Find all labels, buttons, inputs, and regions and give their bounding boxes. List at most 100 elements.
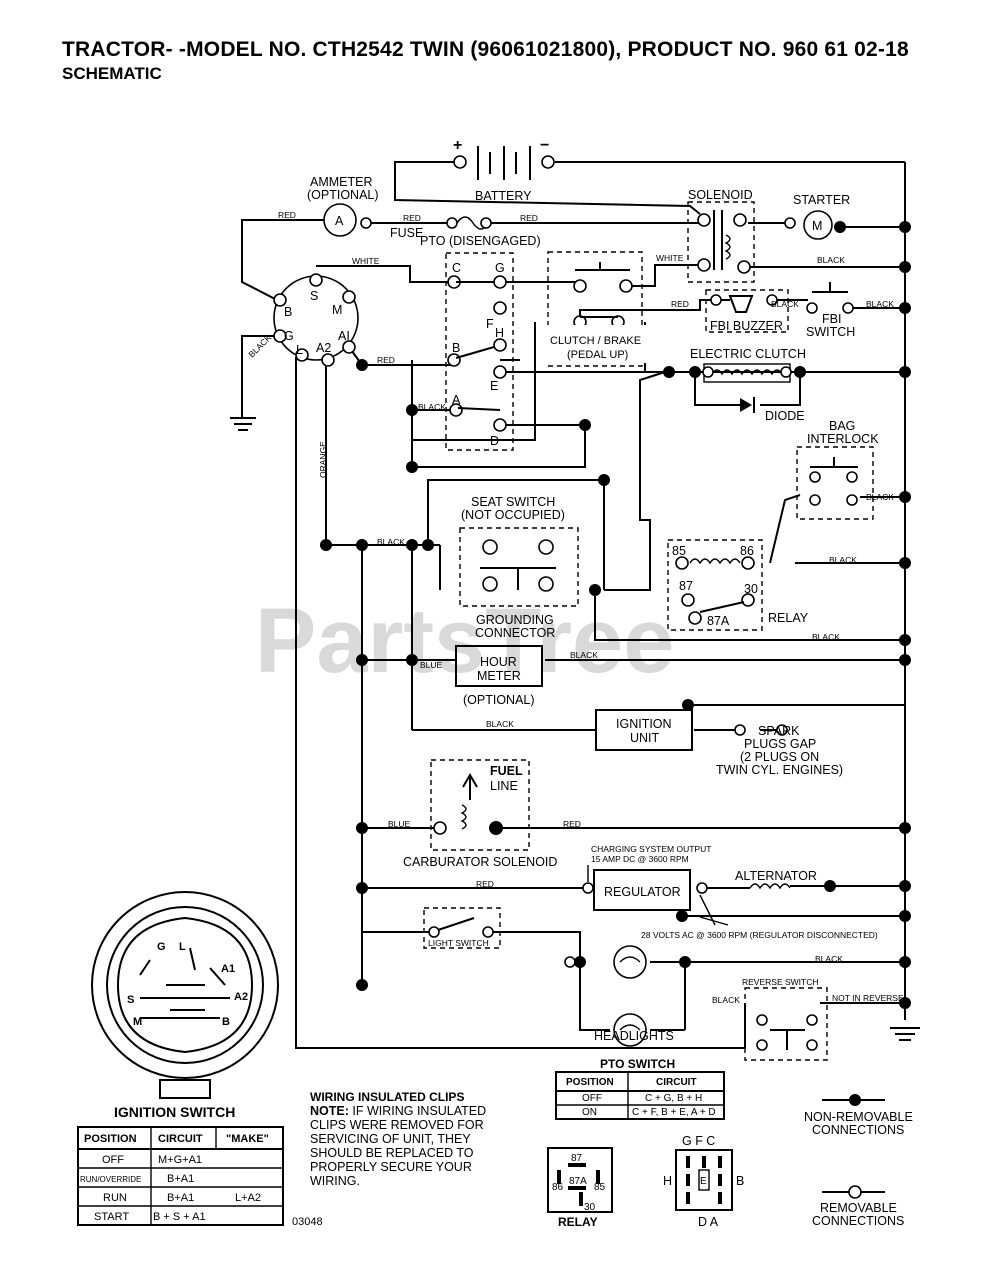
pto-term-e: E [490, 379, 498, 393]
ign-term-a1: AI [338, 329, 350, 343]
ign-term-m: M [332, 303, 342, 317]
relay-pin-30: 30 [584, 1202, 596, 1213]
ign-term-l: L [296, 343, 303, 357]
reverse-switch: REVERSE SWITCH NOT IN REVERSE [742, 977, 904, 1051]
spark-label-3: (2 PLUGS ON [740, 750, 819, 764]
regulator: REGULATOR CHARGING SYSTEM OUTPUT 15 AMP … [582, 844, 711, 922]
diode: DIODE [740, 397, 805, 423]
wire-black: BLACK [712, 995, 740, 1005]
pto-diagram-right: B [736, 1174, 744, 1188]
ign-term-a2: A2 [316, 341, 331, 355]
face-m: M [133, 1016, 142, 1028]
ign-table-h-circuit: CIRCUIT [158, 1133, 203, 1145]
hour-label-2: METER [477, 669, 521, 683]
page-title: TRACTOR- -MODEL NO. CTH2542 TWIN (960610… [62, 38, 909, 61]
seat-label-1: SEAT SWITCH [471, 495, 555, 509]
wire-red: RED [476, 879, 494, 889]
wire-blue: BLUE [420, 660, 443, 670]
relay-pin-86: 86 [552, 1182, 564, 1193]
face-a1: A1 [221, 963, 235, 975]
junction-dots [320, 221, 911, 1009]
regulator-label: REGULATOR [604, 885, 681, 899]
ammeter: A AMMETER (OPTIONAL) [307, 175, 379, 237]
wire-white: WHITE [352, 256, 380, 266]
light-switch-label: LIGHT SWITCH [428, 938, 489, 948]
ign-row-circuit: B+A1 [167, 1192, 194, 1204]
alternator: ALTERNATOR 28 VOLTS AC @ 3600 RPM (REGUL… [641, 869, 878, 940]
ign-row-pos: START [94, 1211, 129, 1223]
ignition-switch-title: IGNITION SWITCH [114, 1104, 235, 1120]
relay-term-85: 85 [672, 544, 686, 558]
fuel-label-1: FUEL [490, 764, 523, 778]
ammeter-optional: (OPTIONAL) [307, 188, 379, 202]
fbi-switch-label-1: FBI [822, 312, 841, 326]
fbi-switch: FBI SWITCH [806, 282, 855, 339]
wire-orange: ORANGE [318, 441, 328, 478]
relay-term-86: 86 [740, 544, 754, 558]
ign-term-g: G [284, 329, 294, 343]
fuse-label: FUSE [390, 226, 423, 240]
note-heading: WIRING INSULATED CLIPS [310, 1090, 464, 1104]
headlights: HEADLIGHTS [564, 945, 691, 1047]
relay-pin-87: 87 [571, 1153, 583, 1164]
note-line-5: PROPERLY SECURE YOUR [310, 1160, 472, 1174]
ign-table-h-make: "MAKE" [226, 1133, 269, 1145]
pto-term-c: C [452, 261, 461, 275]
pto-row-pos: OFF [582, 1093, 602, 1104]
note-text: IF WIRING INSULATED [349, 1104, 486, 1118]
clutch-label-2: (PEDAL UP) [567, 349, 628, 361]
relay-diagram-label: RELAY [558, 1215, 598, 1229]
battery: + − BATTERY [453, 137, 555, 203]
relay: 85 86 87 30 87A RELAY [672, 544, 809, 628]
wire-red: RED [403, 213, 421, 223]
not-in-reverse-label: NOT IN REVERSE [832, 993, 904, 1003]
pto-h-pos: POSITION [566, 1077, 614, 1088]
ground-label-1: GROUNDING [476, 613, 554, 627]
ignition-switch-table: POSITION CIRCUIT "MAKE" OFF M+G+A1 RUN/O… [77, 1126, 284, 1226]
hour-label-1: HOUR [480, 655, 517, 669]
wire-red: RED [520, 213, 538, 223]
spark-label-2: PLUGS GAP [744, 737, 816, 751]
pto-term-f: F [486, 317, 494, 331]
ign-row-pos: RUN/OVERRIDE [80, 1175, 141, 1184]
wire-black: BLACK [771, 299, 799, 309]
charging-label-2: 15 AMP DC @ 3600 RPM [591, 854, 689, 864]
wire-blue: BLUE [388, 819, 411, 829]
face-s: S [127, 994, 134, 1006]
relay-term-30: 30 [744, 582, 758, 596]
pto-term-g: G [495, 261, 505, 275]
wire-white: WHITE [656, 253, 684, 263]
pto-disengaged-label: PTO (DISENGAGED) [420, 234, 541, 248]
ignition-switch-face: G L A1 S A2 M B IGNITION SWITCH [91, 891, 279, 1120]
bag-label-2: INTERLOCK [807, 432, 879, 446]
wire-black: BLACK [486, 719, 514, 729]
pto-switch-table: PTO SWITCH POSITION CIRCUIT OFF C + G, B… [555, 1057, 725, 1120]
battery-plus: + [453, 137, 462, 154]
hour-meter: HOUR METER (OPTIONAL) [455, 645, 543, 707]
battery-label: BATTERY [475, 189, 532, 203]
legend-removable-1: REMOVABLE [820, 1201, 897, 1215]
note-line-3: SERVICING OF UNIT, THEY [310, 1132, 471, 1146]
pto-switch-contacts: C G B F H E A D [447, 261, 507, 448]
seat-label-2: (NOT OCCUPIED) [461, 508, 565, 522]
legend-removable-2: CONNECTIONS [812, 1214, 904, 1228]
ign-unit-label-2: UNIT [630, 731, 660, 745]
reverse-switch-label: REVERSE SWITCH [742, 977, 819, 987]
relay-term-87: 87 [679, 579, 693, 593]
wire-black: BLACK [829, 555, 857, 565]
pto-pin-diagram: G F C H E B D A [663, 1134, 744, 1229]
seat-switch: SEAT SWITCH (NOT OCCUPIED) GROUNDING CON… [461, 495, 565, 640]
relay-term-87a: 87A [707, 614, 730, 628]
pto-term-b: B [452, 341, 460, 355]
alternator-label: ALTERNATOR [735, 869, 817, 883]
ign-unit-label-1: IGNITION [616, 717, 672, 731]
wire-color-labels: RED RED RED WHITE WHITE BLACK RED BLACK … [246, 210, 894, 1005]
wire-black: BLACK [866, 299, 894, 309]
ign-term-s: S [310, 289, 318, 303]
relay-pin-87a: 87A [569, 1176, 587, 1187]
wire-red: RED [563, 819, 581, 829]
pto-row-circuit: C + F, B + E, A + D [632, 1107, 716, 1118]
ign-table-h-pos: POSITION [84, 1133, 137, 1145]
ign-row-circuit: M+G+A1 [158, 1154, 202, 1166]
solenoid: SOLENOID [688, 188, 753, 274]
